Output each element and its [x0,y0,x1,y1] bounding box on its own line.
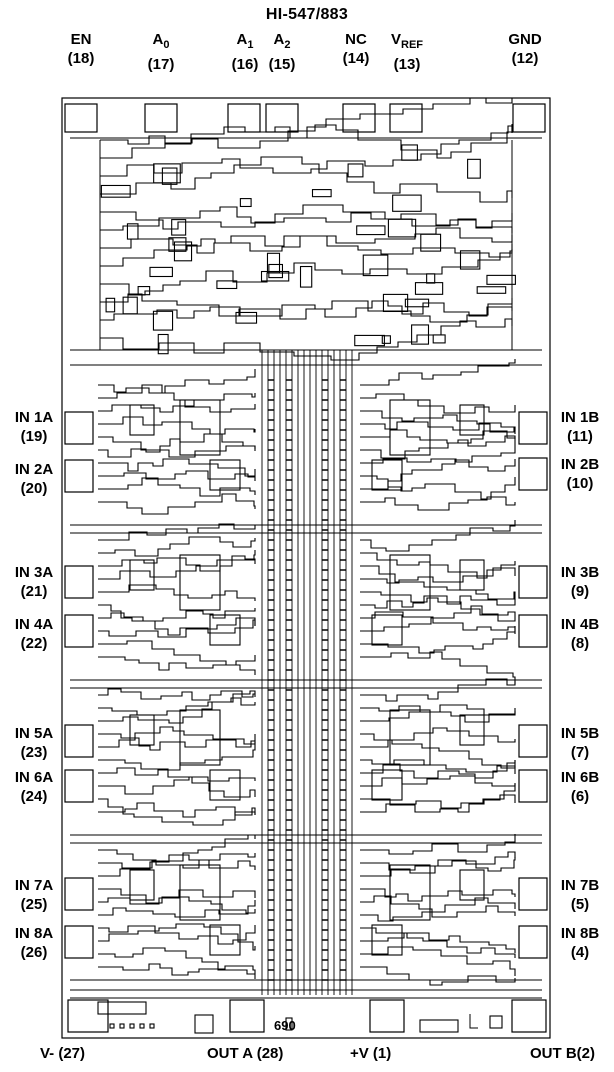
bond-pad-in5b [518,724,548,758]
bond-pad-in3b [518,565,548,599]
pin-label-in1a: IN 1A(19) [14,409,54,445]
pin-label-en: EN(18) [67,31,95,67]
bond-pad-in6b [518,769,548,803]
pin-label-vref: VREF(13) [390,31,423,73]
bond-pad-in1a [64,411,94,445]
pin-label-in1b: IN 1B(11) [560,409,600,445]
pin-label-in4a: IN 4A(22) [14,616,54,652]
bond-pad-a2 [265,103,299,133]
pin-label-in6b: IN 6B(6) [560,769,600,805]
bond-pad-in4b [518,614,548,648]
bond-pad-in7b [518,877,548,911]
bond-pad-in8a [64,925,94,959]
pin-label-in5a: IN 5A(23) [14,725,54,761]
pin-label-in5b: IN 5B(7) [560,725,600,761]
pin-label-in7b: IN 7B(5) [560,877,600,913]
bond-pad-vref [389,103,423,133]
pin-label-out-b: OUT B(2) [530,1045,595,1062]
bond-pad-in6a [64,769,94,803]
bond-pad-a1 [227,103,261,133]
pin-label-in2b: IN 2B(10) [560,456,600,492]
bond-pad-out-b [511,999,547,1033]
pin-label-vminus: V- (27) [40,1045,86,1062]
bond-pad-in7a [64,877,94,911]
bond-pad-in8b [518,925,548,959]
pin-label-vplus: +V (1) [350,1045,392,1062]
die-marking: 690 [274,1018,296,1033]
pin-label-a0: A0(17) [147,31,175,73]
bond-pad-in1b [518,411,548,445]
pin-label-nc: NC(14) [342,31,370,67]
bond-pad-a0 [144,103,178,133]
pin-label-in3a: IN 3A(21) [14,564,54,600]
bond-pad-en [64,103,98,133]
bond-pad-vminus [67,999,109,1033]
pin-label-in8b: IN 8B(4) [560,925,600,961]
bond-pad-gnd [512,103,546,133]
metal-traces [70,97,542,1034]
pin-label-a2: A2(15) [268,31,296,73]
bond-pad-out-a [229,999,265,1033]
pin-label-out-a: OUT A (28) [207,1045,284,1062]
pin-label-a1: A1(16) [231,31,259,73]
bond-pad-in3a [64,565,94,599]
pin-label-in8a: IN 8A(26) [14,925,54,961]
pin-label-in6a: IN 6A(24) [14,769,54,805]
bond-pad-in2b [518,457,548,491]
pin-label-in2a: IN 2A(20) [14,461,54,497]
chip-title: HI-547/883 [265,6,349,23]
bond-pad-vplus [369,999,405,1033]
pin-label-in3b: IN 3B(9) [560,564,600,600]
bond-pad-in4a [64,614,94,648]
pin-label-gnd: GND(12) [508,31,542,67]
bond-pad-nc [342,103,376,133]
pin-label-in4b: IN 4B(8) [560,616,600,652]
die-outline [61,97,551,1039]
pin-label-in7a: IN 7A(25) [14,877,54,913]
bond-pad-in5a [64,724,94,758]
bond-pad-in2a [64,459,94,493]
